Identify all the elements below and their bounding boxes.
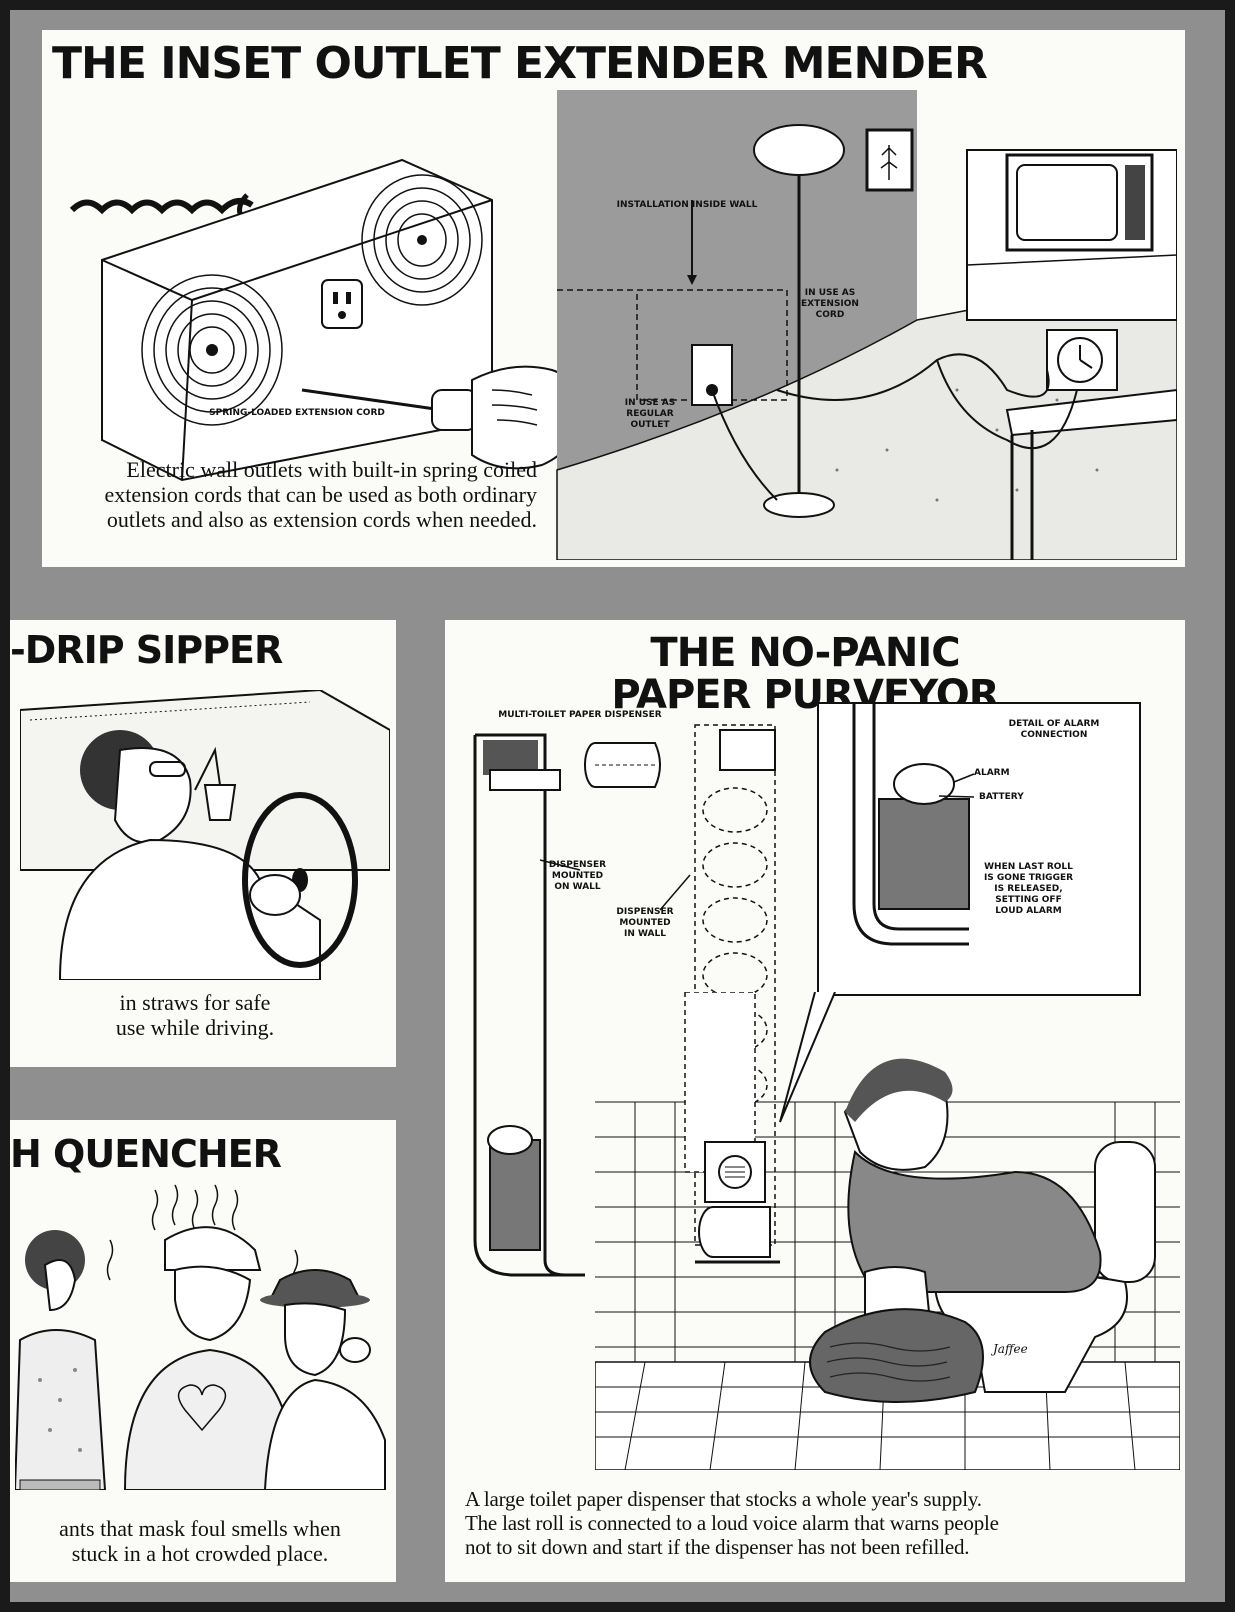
paper-purveyor-panel: THE NO-PANIC PAPER PURVEYOR MULTI-TOILET… [445,620,1185,1582]
dispenser-illustration [473,724,776,1277]
caption-line: outlets and also as extension cords when… [106,507,537,532]
caption-line: not to sit down and start if the dispens… [465,1535,970,1559]
inset-outlet-panel: THE INSET OUTLET EXTENDER MENDER [42,30,1185,567]
drip-sipper-caption: in straws for safe use while driving. [100,990,290,1040]
alarm-detail-illustration [852,704,975,946]
room-scene-illustration [556,90,1177,560]
paper-purveyor-title-line1: THE NO-PANIC [650,630,960,676]
crowded-place-illustration [15,1184,386,1490]
alarm-detail-label: DETAIL OF ALARM CONNECTION [1008,719,1100,740]
regular-outlet-label: IN USE AS REGULAR OUTLET [624,398,676,430]
bathroom-scene-illustration [595,992,1180,1470]
caption-line: use while driving. [115,1015,275,1040]
installation-label: INSTALLATION INSIDE WALL [616,200,758,210]
caption-line: stuck in a hot crowded place. [71,1541,329,1566]
quencher-caption: ants that mask foul smells when stuck in… [30,1516,370,1566]
artist-signature: Jaffee [993,1342,1028,1356]
wall-mounted-label: DISPENSER MOUNTED ON WALL [548,860,607,892]
caption-line: in straws for safe [119,990,271,1015]
drip-sipper-panel: -DRIP SIPPER in straws for safe use whil… [10,620,396,1067]
caption-line: extension cords that can be used as both… [104,482,537,507]
alarm-label: ALARM [974,768,1010,778]
inset-outlet-title: THE INSET OUTLET EXTENDER MENDER [52,38,988,89]
paper-purveyor-caption: A large toilet paper dispenser that stoc… [465,1487,1165,1559]
quencher-title: H QUENCHER [10,1132,282,1176]
battery-label: BATTERY [979,792,1024,802]
in-wall-label: DISPENSER MOUNTED IN WALL [616,907,674,939]
caption-line: Electric wall outlets with built-in spri… [126,457,537,482]
caption-line: ants that mask foul smells when [59,1516,341,1541]
multi-dispenser-label: MULTI-TOILET PAPER DISPENSER [498,710,662,720]
alarm-detail-inset: DETAIL OF ALARM CONNECTION ALARM BATTERY… [817,702,1141,996]
caption-line: The last roll is connected to a loud voi… [465,1511,999,1535]
spring-cord-label: SPRING-LOADED EXTENSION CORD [209,408,385,418]
drip-sipper-title: -DRIP SIPPER [10,628,283,672]
inset-outlet-caption: Electric wall outlets with built-in spri… [67,457,537,532]
quencher-panel: H QUENCHER ants that mask foul smell [10,1120,396,1582]
extension-device-illustration [69,158,584,482]
driver-illustration [20,690,390,980]
extension-cord-label: IN USE AS EXTENSION CORD [801,288,859,320]
trigger-label: WHEN LAST ROLL IS GONE TRIGGER IS RELEAS… [983,862,1074,916]
caption-line: A large toilet paper dispenser that stoc… [465,1487,982,1511]
